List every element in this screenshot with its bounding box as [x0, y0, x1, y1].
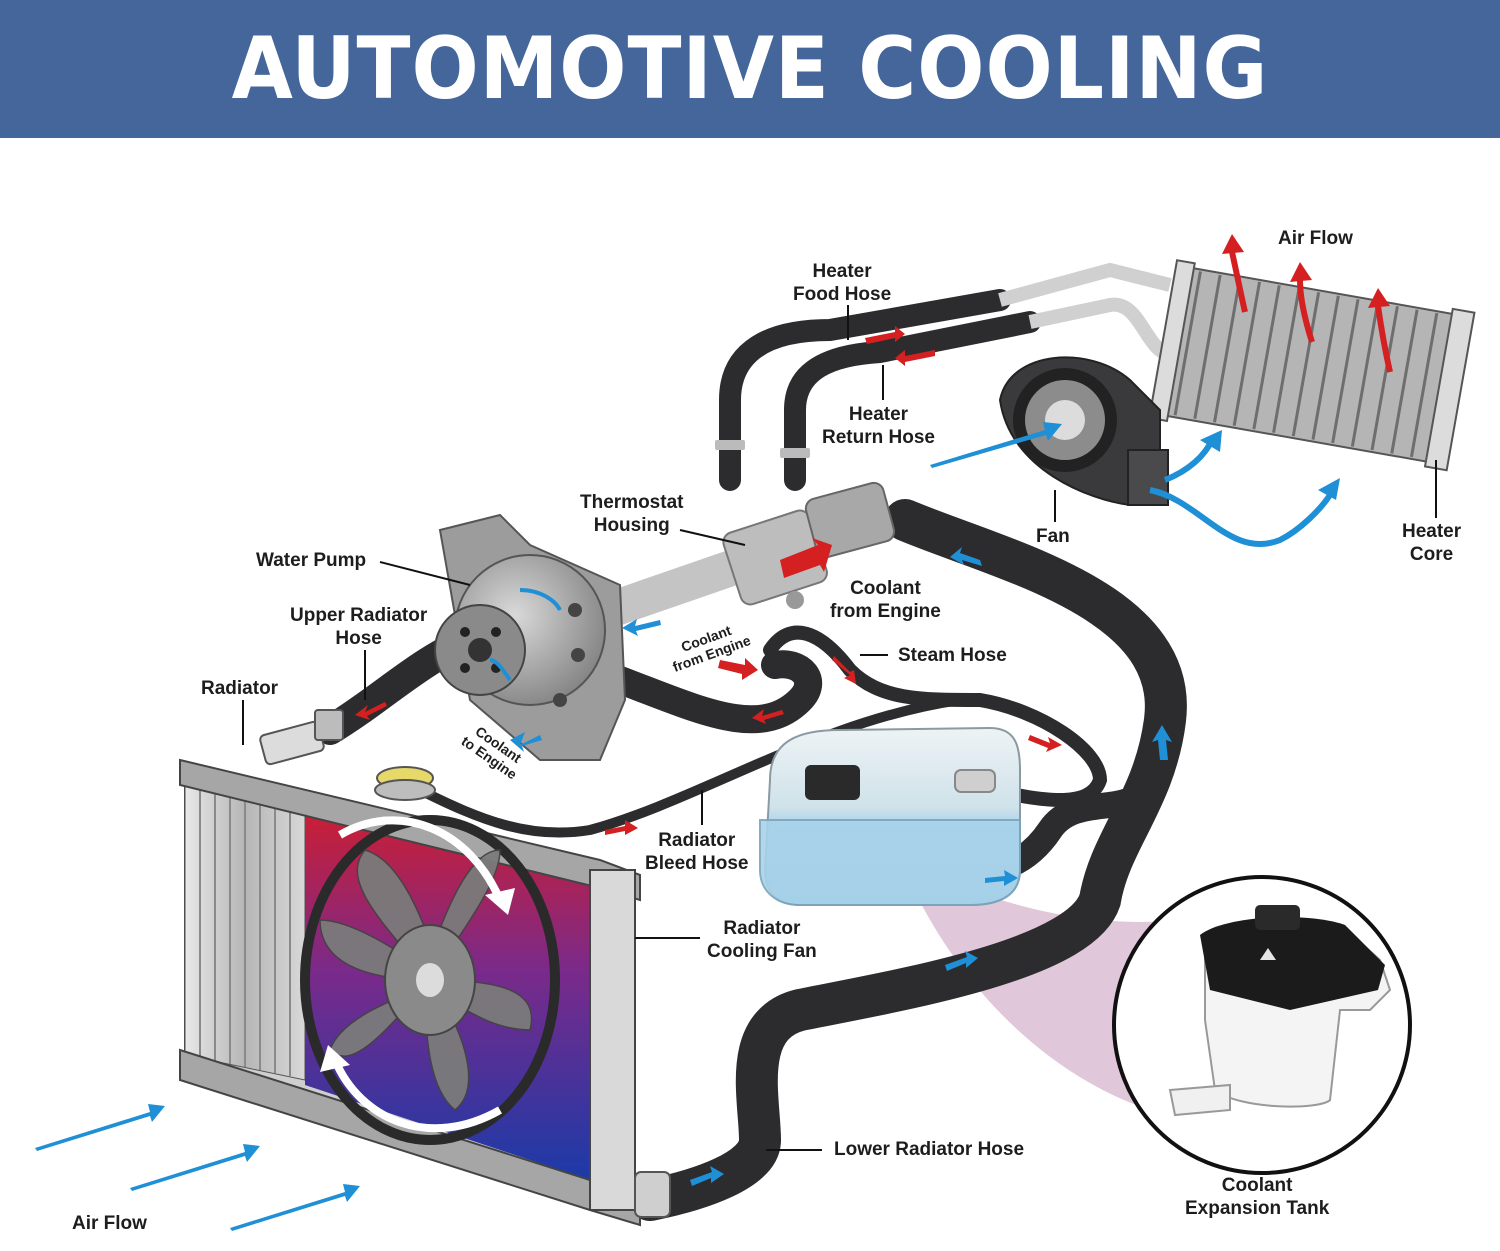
- label-thermostat-housing: Thermostat Housing: [580, 492, 684, 536]
- label-heater-core: Heater Core: [1402, 521, 1462, 565]
- label-air-flow-bottom: Air Flow: [72, 1213, 147, 1234]
- radiator-cooling-fan: [300, 815, 560, 1145]
- label-steam-hose: Steam Hose: [898, 645, 1007, 666]
- hot-flow-arrows: [355, 326, 1062, 835]
- air-flow-arrows-top: [1229, 251, 1393, 373]
- label-lower-radiator-hose: Lower Radiator Hose: [834, 1139, 1025, 1160]
- label-radiator: Radiator: [201, 678, 279, 699]
- label-heater-return-hose: Heater Return Hose: [822, 404, 935, 448]
- expansion-tank: [759, 726, 1021, 906]
- heater-pipe-bottom: [1028, 297, 1173, 362]
- label-upper-radiator-hose: Upper Radiator Hose: [290, 605, 428, 649]
- heater-pipe-top: [998, 262, 1172, 307]
- label-water-pump: Water Pump: [256, 550, 367, 571]
- label-radiator-cooling-fan: Radiator Cooling Fan: [707, 918, 817, 962]
- cold-flow-arrows: [510, 547, 1172, 1186]
- pump-outlet-hose: [606, 650, 823, 734]
- page-title: AUTOMOTIVE COOLING SYSTEM: [231, 19, 1269, 257]
- heater-feed-hose: [719, 289, 1011, 491]
- label-heater-feed-hose: Heater Food Hose: [793, 261, 892, 305]
- label-air-flow-top: Air Flow: [1278, 228, 1353, 249]
- leader-lines: [242, 305, 1437, 1151]
- lower-big-hose: [629, 499, 1187, 1221]
- heater-core: [1148, 259, 1476, 472]
- air-flow-arrow-fan: [930, 422, 1062, 468]
- title-banner: AUTOMOTIVE COOLING SYSTEM: [0, 0, 1500, 257]
- radiator-bleed-hose: [415, 695, 965, 838]
- label-coolant-expansion-tank: Coolant Expansion Tank: [1185, 1175, 1330, 1219]
- heater-return-hose: [784, 311, 1041, 491]
- cooling-system-diagram: [35, 234, 1476, 1231]
- blower-fan: [998, 356, 1169, 507]
- label-radiator-bleed-hose: Radiator Bleed Hose: [645, 830, 749, 874]
- expansion-tank-inset: [1112, 875, 1412, 1175]
- label-fan: Fan: [1036, 526, 1070, 547]
- label-coolant-from-engine: Coolant from Engine: [830, 578, 941, 622]
- air-flow-arrows-bottom: [35, 1104, 360, 1231]
